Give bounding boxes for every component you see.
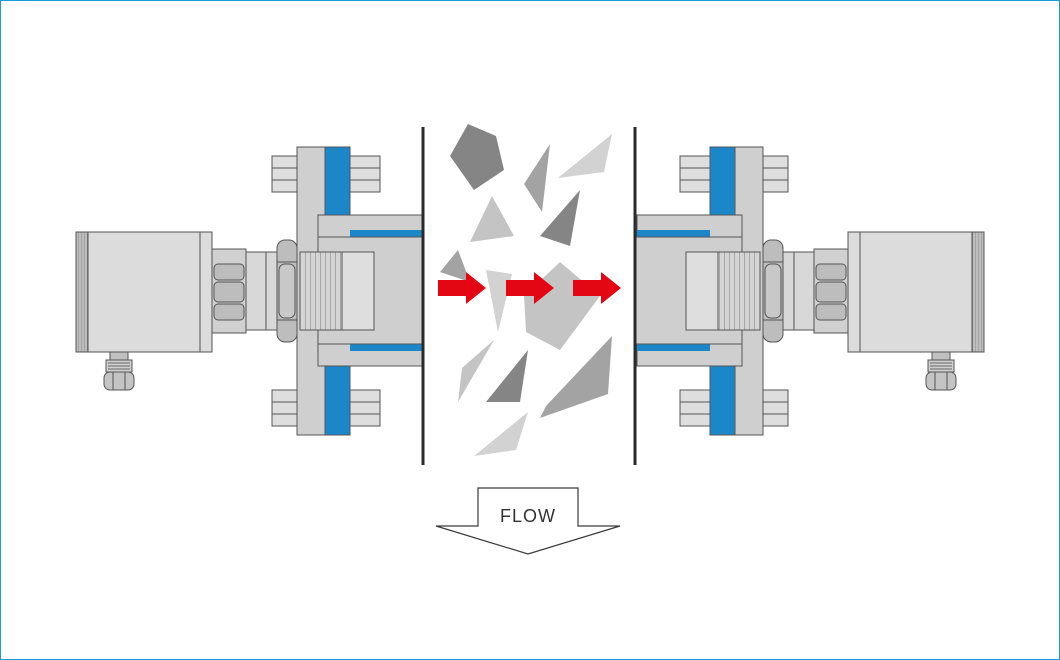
signal-arrow-icon (438, 272, 486, 304)
flow-label: FLOW (500, 506, 556, 526)
fragment (558, 134, 612, 178)
fragment (524, 144, 550, 212)
fragment (486, 270, 512, 332)
sensor-emitter-icon (75, 146, 425, 436)
fragment (458, 340, 494, 402)
fragment (540, 336, 612, 418)
signal-arrow-icon (506, 272, 554, 304)
signal-arrow-icon (573, 272, 621, 304)
fragment (540, 190, 580, 246)
fragment (450, 124, 504, 190)
flow-direction-arrow-icon (435, 487, 621, 555)
flow-indicator: FLOW (435, 487, 621, 555)
fragment (470, 196, 514, 242)
sensor-receiver-icon (635, 146, 985, 436)
fragment (474, 412, 528, 456)
fragment (486, 350, 528, 402)
fragment (440, 250, 470, 282)
signal-path (438, 272, 621, 304)
